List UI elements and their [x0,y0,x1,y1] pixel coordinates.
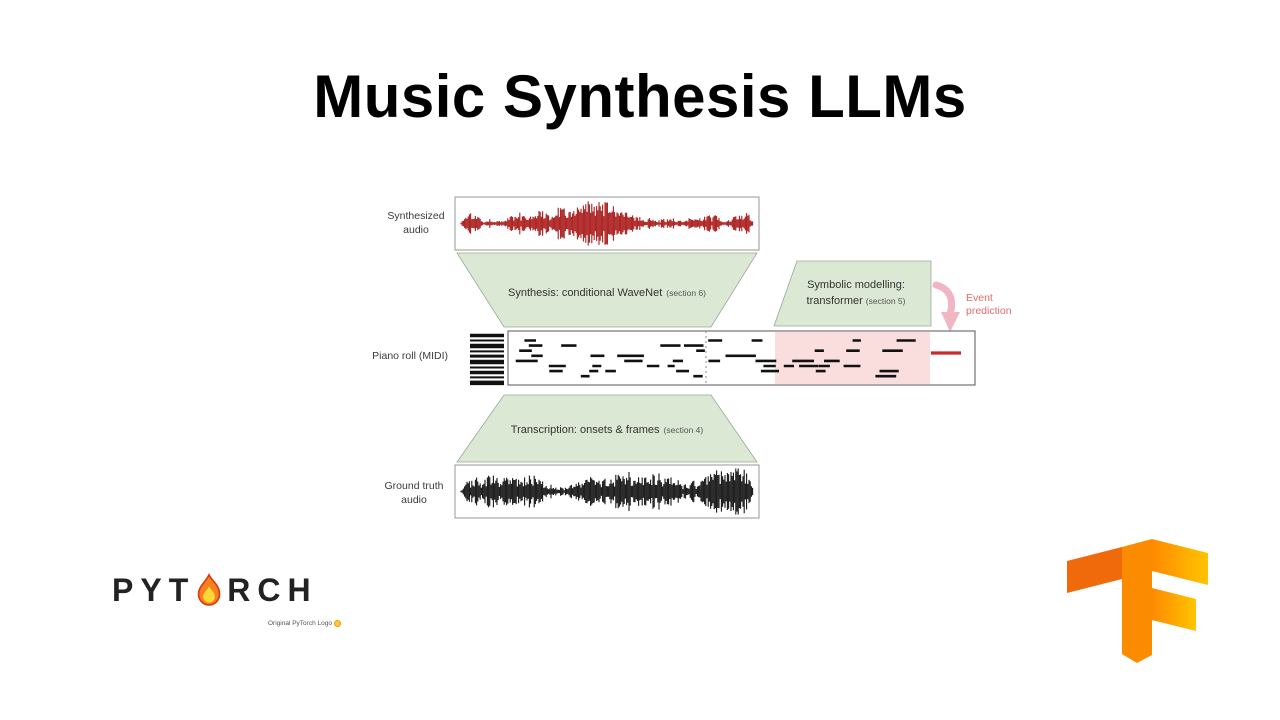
wink-emoji-icon [333,620,341,627]
symbolic-label-line2: transformer(section 5) [807,295,906,307]
synthesis-section-text: (section 6) [666,288,706,298]
transcription-label: Transcription: onsets & frames (section 4… [511,424,704,436]
tf-top-arm [1152,539,1208,585]
symbolic-label-text: transformer [807,295,864,307]
event-arrow-head [941,312,960,332]
page-title: Music Synthesis LLMs [313,63,967,130]
transcription-trapezoid [456,394,758,463]
event-arrow [932,281,956,318]
piano-roll-label: Piano roll (MIDI) [372,350,448,362]
event-prediction-line1: Event [966,292,993,304]
flame-icon [197,572,221,606]
synthesized-waveform [460,201,754,246]
synthesized-audio-label-line2: audio [403,224,429,236]
transcription-section-text: (section 4) [664,425,704,435]
synthesized-audio-label-line1: Synthesized [387,210,444,222]
symbolic-section-text: (section 5) [866,296,906,306]
tensorflow-logo [1067,539,1208,663]
ground-truth-label-line2: audio [401,494,427,506]
pytorch-caption: Original PyTorch Logo [268,620,341,627]
synthesis-label: Synthesis: conditional WaveNet (section 6… [508,287,706,299]
pytorch-logo: PYT RCH [112,572,318,609]
ground-truth-waveform [460,468,754,515]
synthesis-label-text: Synthesis: conditional WaveNet [508,287,662,299]
synthesis-trapezoid [456,252,758,328]
pytorch-text-prefix: PYT [112,572,196,608]
pytorch-text-suffix: RCH [227,572,318,608]
tf-left-arm [1067,547,1122,593]
piano-roll-barcode [470,333,504,386]
event-prediction-line2: prediction [966,305,1012,317]
pytorch-caption-text: Original PyTorch Logo [268,620,332,627]
symbolic-label-line1: Symbolic modelling: [807,279,905,291]
tf-middle-arm [1152,588,1196,631]
transcription-label-text: Transcription: onsets & frames [511,424,660,436]
ground-truth-label-line1: Ground truth [385,480,444,492]
piano-roll-notes [515,339,916,378]
symbolic-modelling-box [773,260,932,327]
tf-stem [1122,539,1152,663]
